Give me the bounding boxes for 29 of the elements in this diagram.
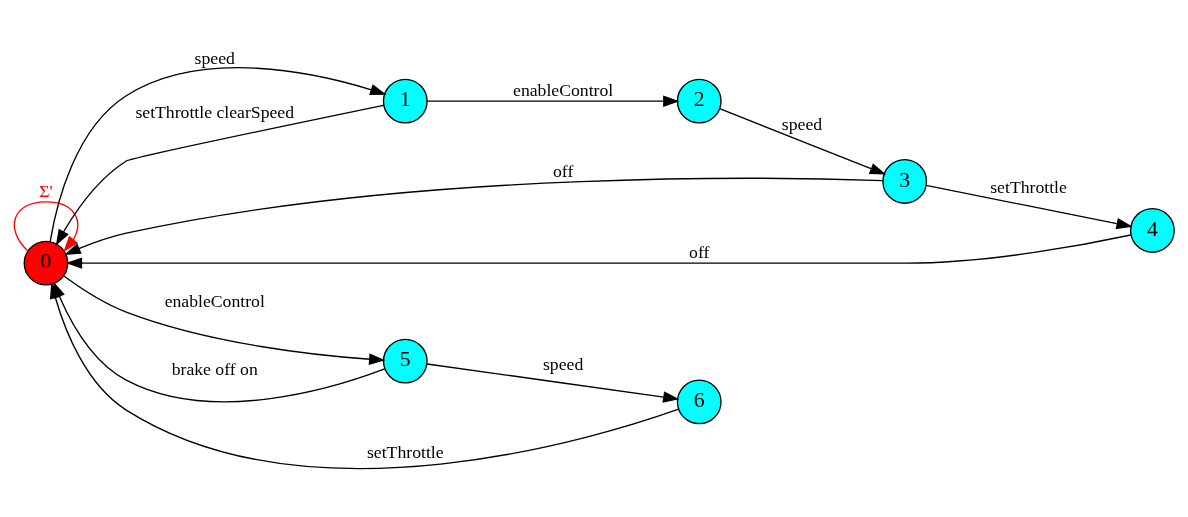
node-circle: 4 bbox=[1129, 207, 1175, 253]
edge-label: enableControl bbox=[164, 290, 265, 311]
node-circle: 2 bbox=[676, 78, 722, 124]
edge-label: off bbox=[689, 241, 710, 262]
arrow bbox=[55, 104, 385, 246]
arrow bbox=[64, 177, 884, 255]
node-circle: 1 bbox=[382, 78, 428, 124]
node-circle: 6 bbox=[676, 378, 722, 424]
arrow bbox=[426, 94, 680, 107]
arrow bbox=[49, 66, 387, 242]
edge-label: setThrottle clearSpeed bbox=[135, 101, 295, 122]
arrow bbox=[63, 274, 386, 365]
arrow bbox=[13, 200, 79, 252]
edge-label: brake off on bbox=[171, 358, 258, 379]
edge-label: speed bbox=[194, 47, 235, 68]
edge-label: Σ' bbox=[39, 180, 53, 201]
node-circle: 3 bbox=[882, 158, 928, 204]
node-circle: 0 bbox=[23, 240, 69, 286]
edge-label: enableControl bbox=[513, 79, 614, 100]
arrow bbox=[925, 184, 1133, 229]
edge-label: off bbox=[552, 160, 574, 181]
edge-label: setThrottle bbox=[990, 176, 1067, 197]
edge-label: speed bbox=[781, 113, 823, 134]
edge-label: setThrottle bbox=[366, 441, 444, 462]
arrow bbox=[719, 107, 887, 175]
node-circle: 5 bbox=[382, 338, 428, 384]
arrow bbox=[426, 362, 680, 403]
arrow bbox=[65, 233, 1132, 269]
edge-label: speed bbox=[542, 353, 584, 374]
